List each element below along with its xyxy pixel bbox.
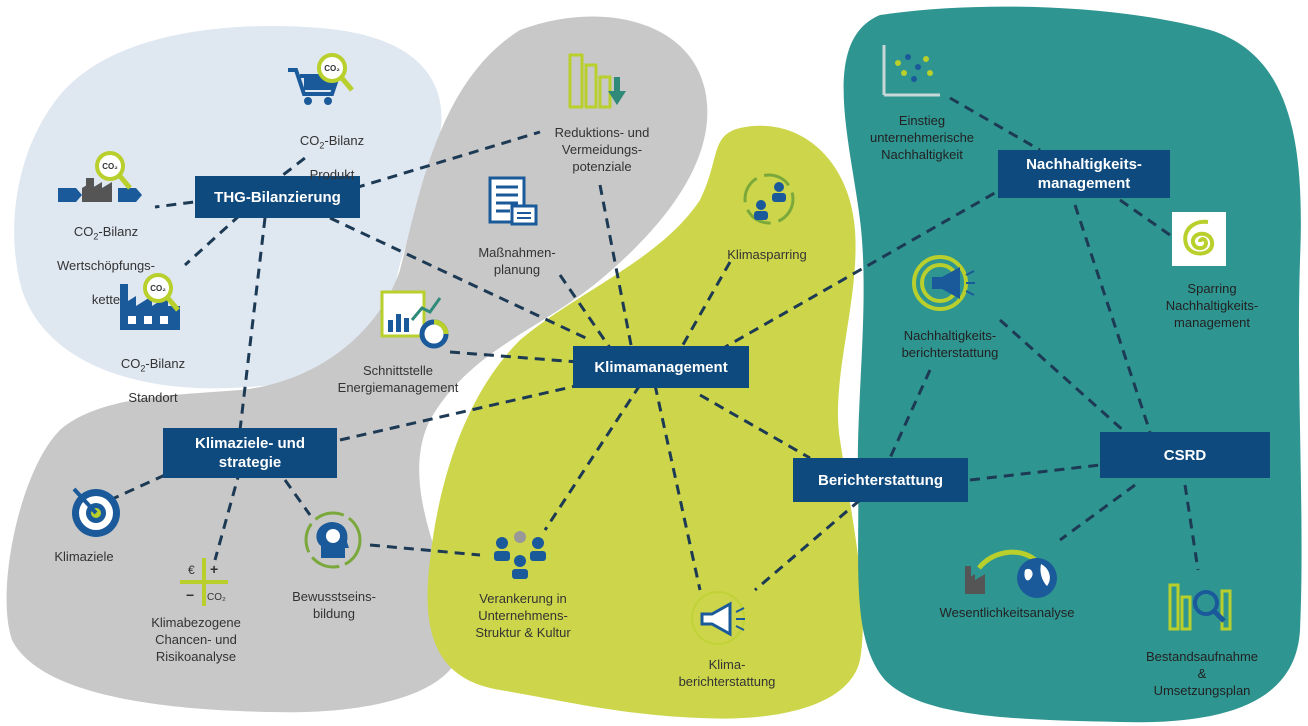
klimamanagement-label: Klimamanagement bbox=[594, 358, 728, 376]
klimaziele-strategie-box[interactable]: Klimaziele- und strategie bbox=[163, 428, 337, 478]
connector bbox=[369, 543, 481, 557]
connector bbox=[354, 130, 541, 190]
nachhaltigkeit-region bbox=[843, 6, 1302, 723]
csrd-label: CSRD bbox=[1163, 446, 1207, 464]
risikoanalyse-label: Klimabezogene Chancen- und Risikoanalyse bbox=[151, 615, 241, 664]
klimaziele-strategie-label-1: Klimaziele- und bbox=[194, 435, 306, 452]
value-chain-icon: CO₂ bbox=[58, 151, 142, 202]
thg-bilanzierung-label: THG-Bilanzierung bbox=[214, 188, 341, 206]
svg-text:+: + bbox=[210, 561, 218, 577]
connector bbox=[238, 217, 267, 431]
klimasparring-label: Klimasparring bbox=[727, 247, 807, 262]
connector bbox=[543, 384, 642, 531]
svg-text:CO₂: CO₂ bbox=[207, 592, 226, 603]
team-icon bbox=[494, 531, 546, 579]
scatter-chart-icon bbox=[882, 45, 940, 97]
klimamanagement-box[interactable]: Klimamanagement bbox=[573, 346, 749, 388]
connector bbox=[1073, 204, 1152, 433]
svg-text:€: € bbox=[188, 563, 195, 577]
massnahmenplanung-label: Maßnahmen- planung bbox=[478, 245, 556, 277]
connector bbox=[183, 213, 242, 267]
spiral-icon bbox=[1172, 212, 1226, 266]
reduktion-label: Reduktions- und Vermeidungs- potenziale bbox=[554, 125, 650, 174]
co2-bilanz-standort-label: CO2-Bilanz Standort bbox=[120, 356, 186, 405]
connector bbox=[719, 188, 1001, 352]
factory-icon: CO₂ bbox=[120, 273, 180, 330]
connector bbox=[1059, 483, 1136, 542]
co2-bilanz-wertschoepfung-label: CO2-Bilanz Wertschöpfungs- kette bbox=[56, 224, 156, 307]
inventory-search-icon bbox=[1168, 583, 1232, 631]
checklist-icon bbox=[488, 176, 538, 226]
connector bbox=[598, 184, 634, 351]
svg-text:CO₂: CO₂ bbox=[102, 162, 118, 171]
connector bbox=[213, 469, 242, 561]
klimaziele-region bbox=[6, 16, 708, 713]
berichterstattung-label: Berichterstattung bbox=[817, 471, 944, 489]
connector bbox=[754, 498, 861, 592]
svg-text:CO₂: CO₂ bbox=[150, 284, 166, 293]
einstieg-nachhaltigkeit-label: Einstieg unternehmerische Nachhaltigkeit bbox=[869, 113, 975, 162]
connector bbox=[339, 383, 581, 442]
klimasparring-icon bbox=[743, 173, 795, 225]
bewusstseinsbildung-label: Bewusstseins- bildung bbox=[292, 589, 376, 621]
svg-text:−: − bbox=[186, 587, 194, 603]
klimaziele-strategie-label-2: strategie bbox=[218, 454, 282, 471]
megaphone-icon bbox=[691, 591, 745, 645]
klimaziele-label: Klimaziele bbox=[54, 549, 114, 564]
connector bbox=[449, 350, 579, 364]
connector bbox=[1183, 484, 1200, 571]
co2-bilanz-produkt-label: CO2-Bilanz Produkt bbox=[299, 133, 365, 182]
connector bbox=[653, 384, 702, 591]
connector bbox=[949, 96, 1041, 152]
nachhaltigkeitsmanagement-label-1: Nachhaltigkeits- bbox=[1026, 156, 1142, 173]
reduction-icon bbox=[568, 53, 626, 109]
energy-dashboard-icon bbox=[380, 290, 449, 349]
nachhaltigkeitsmanagement-label-2: management bbox=[1037, 175, 1131, 192]
connector bbox=[998, 318, 1127, 434]
nachhaltigkeitsmanagement-box[interactable]: Nachhaltigkeits- management bbox=[998, 150, 1170, 198]
globe-factory-icon bbox=[965, 549, 1057, 598]
svg-text:CO₂: CO₂ bbox=[324, 64, 340, 73]
connector bbox=[699, 393, 811, 460]
sustainability-megaphone-icon bbox=[912, 255, 975, 311]
risk-matrix-icon: € + − CO₂ bbox=[180, 558, 228, 606]
connector bbox=[283, 479, 312, 516]
sparring-nachhaltigkeit-label: Sparring Nachhaltigkeits- management bbox=[1165, 281, 1259, 330]
connector bbox=[969, 463, 1101, 482]
nachhaltigkeitsberichterstattung-label: Nachhaltigkeits- berichterstattung bbox=[901, 328, 999, 360]
connector-lines bbox=[109, 96, 1200, 592]
verankerung-label: Verankerung in Unternehmens- Struktur & … bbox=[475, 591, 571, 640]
wesentlichkeitsanalyse-label: Wesentlichkeitsanalyse bbox=[939, 605, 1075, 620]
schnittstelle-energie-label: Schnittstelle Energiemanagement bbox=[337, 363, 459, 395]
bestandsaufnahme-label: Bestandsaufnahme & Umsetzungsplan bbox=[1145, 649, 1259, 698]
connector bbox=[329, 216, 591, 342]
thg-bilanzierung-box[interactable]: THG-Bilanzierung bbox=[195, 176, 360, 218]
connector bbox=[558, 274, 612, 349]
klimamanagement-region bbox=[427, 125, 863, 719]
brain-head-icon bbox=[304, 511, 362, 569]
klimaberichterstattung-label: Klima- berichterstattung bbox=[678, 657, 776, 689]
cart-icon: CO₂ bbox=[288, 53, 354, 105]
berichterstattung-box[interactable]: Berichterstattung bbox=[793, 458, 968, 502]
csrd-box[interactable]: CSRD bbox=[1100, 432, 1270, 478]
target-icon bbox=[72, 487, 120, 537]
